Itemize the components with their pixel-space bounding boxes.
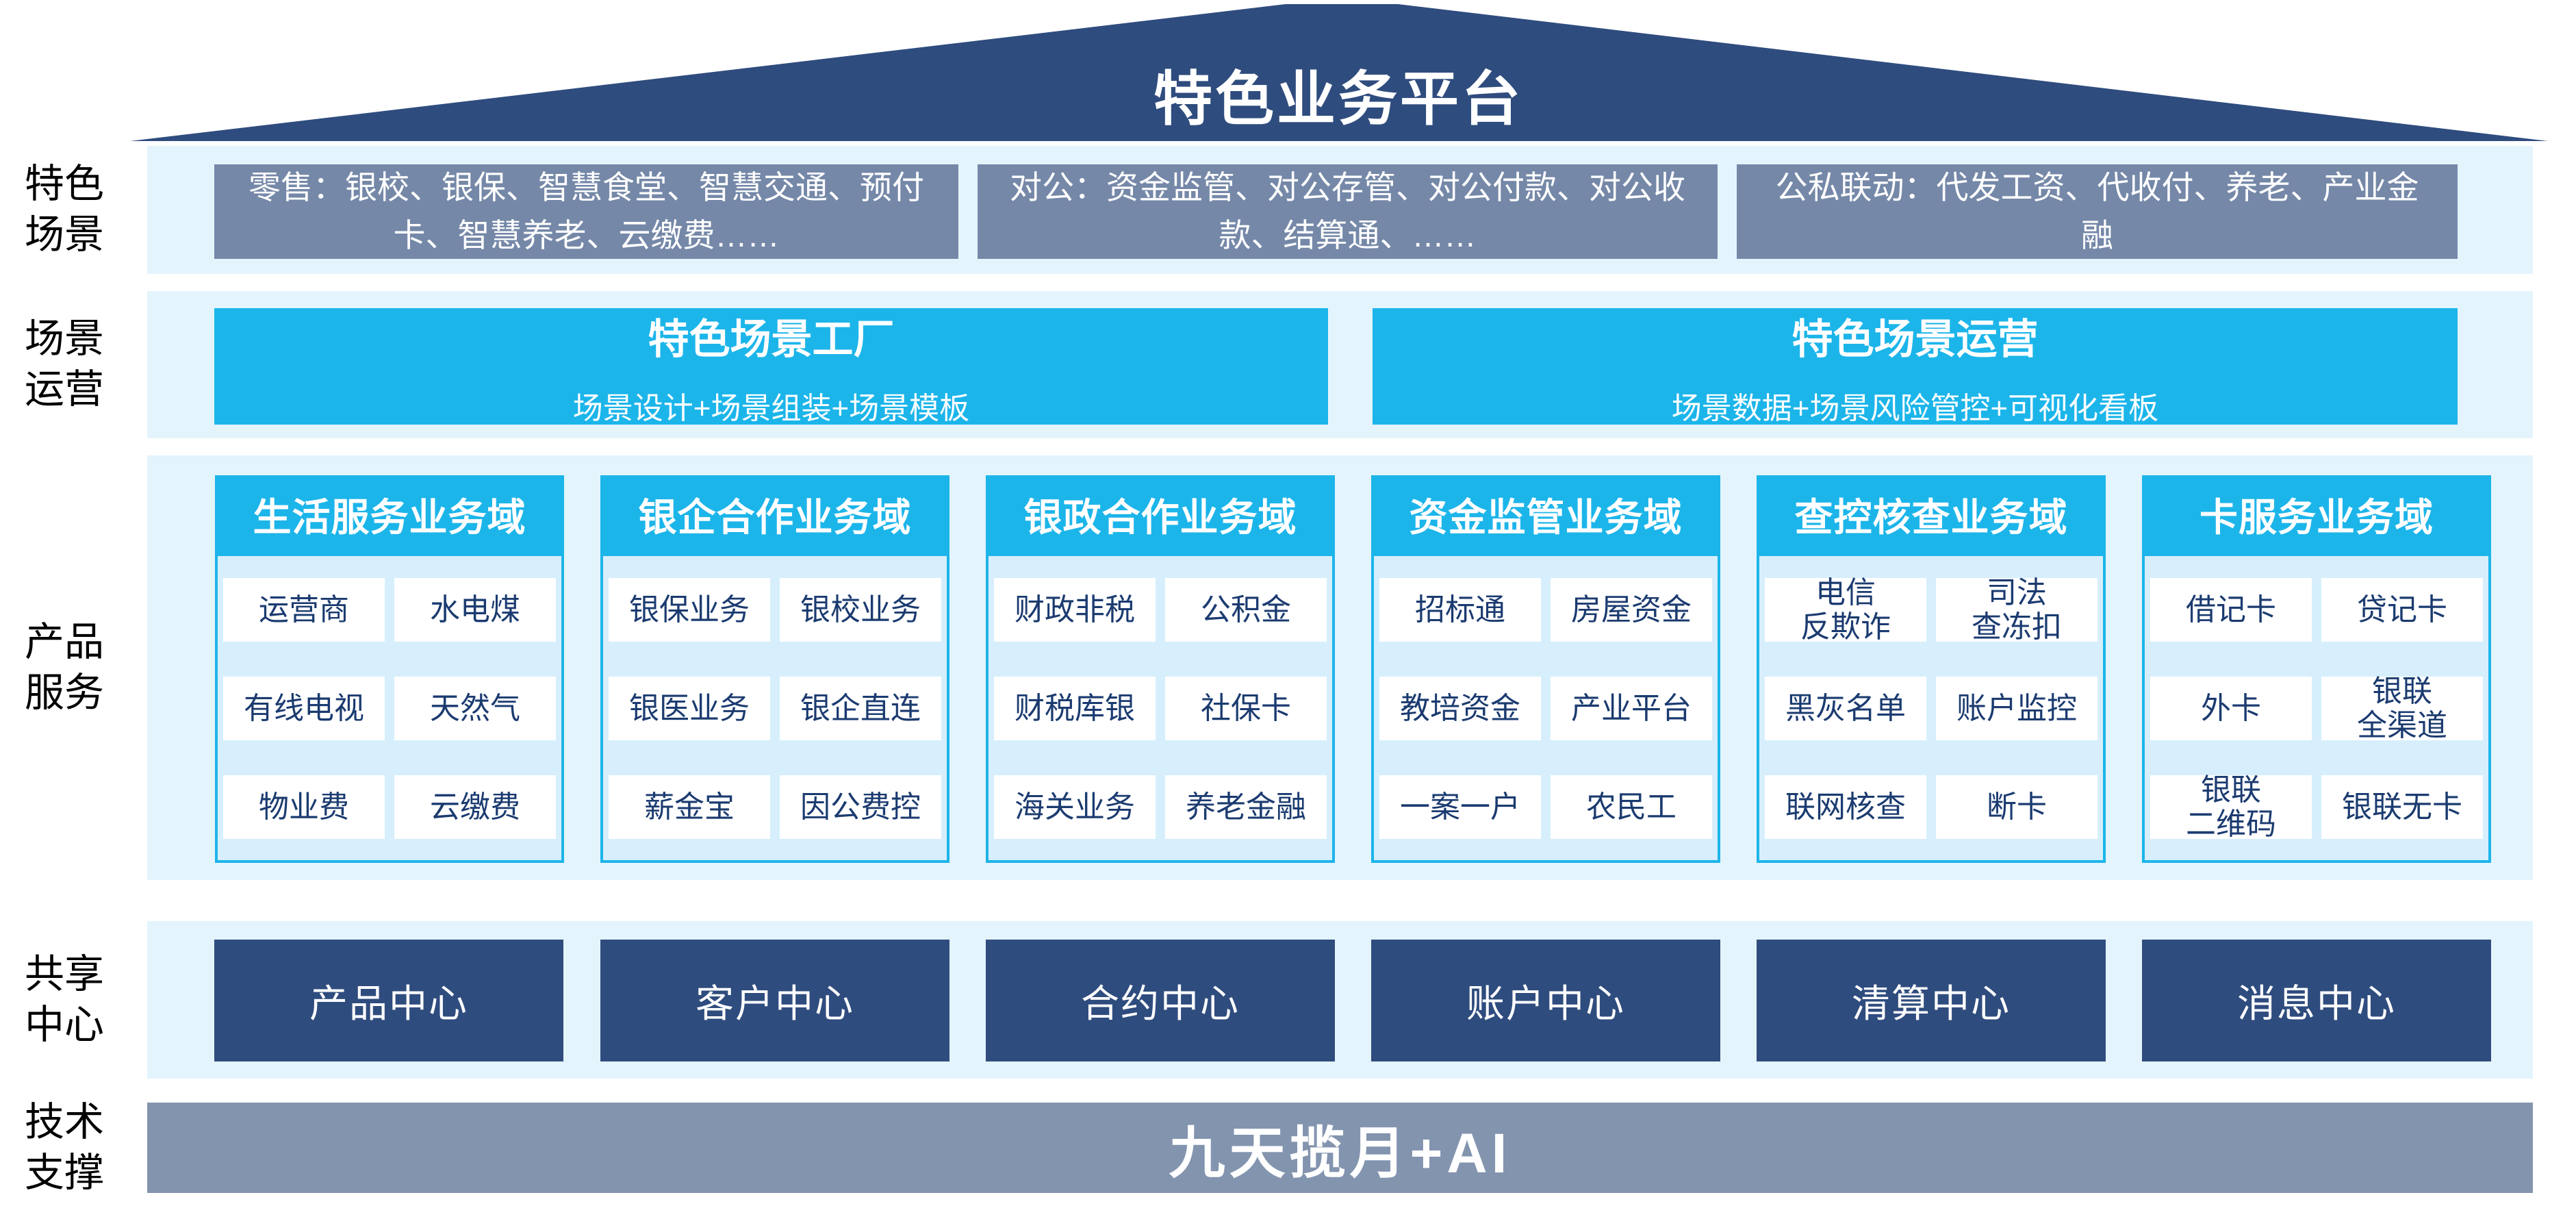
product-cell: 银企直连 — [780, 677, 941, 740]
product-cell: 农民工 — [1551, 775, 1712, 839]
product-cell: 黑灰名单 — [1765, 677, 1926, 740]
roof-shape — [130, 4, 2548, 141]
product-column-card-services: 卡服务业务域 借记卡 贷记卡 外卡 银联 全渠道 银联 二维码 银联无卡 — [2142, 475, 2491, 863]
product-cell: 银联无卡 — [2321, 775, 2483, 839]
product-cell: 海关业务 — [994, 775, 1156, 839]
product-cell: 一案一户 — [1379, 775, 1541, 839]
product-cell: 银联 全渠道 — [2321, 675, 2483, 742]
tech-support-label: 九天揽月+AI — [1169, 1122, 1512, 1185]
product-cell: 有线电视 — [223, 677, 385, 740]
column-panel: 电信 反欺诈 司法 查冻扣 黑灰名单 账户监控 联网核查 断卡 — [1757, 553, 2106, 863]
column-panel: 运营商 水电煤 有线电视 天然气 物业费 云缴费 — [215, 553, 564, 863]
side-label-scene-operation: 场景 运营 — [25, 316, 105, 412]
product-cell: 运营商 — [223, 578, 385, 642]
product-cell: 云缴费 — [394, 775, 556, 839]
center-box-product: 产品中心 — [214, 940, 563, 1061]
product-cell: 银医业务 — [609, 677, 770, 740]
product-column-bank-enterprise: 银企合作业务域 银保业务 银校业务 银医业务 银企直连 薪金宝 因公费控 — [600, 475, 949, 863]
column-header: 卡服务业务域 — [2142, 475, 2491, 553]
product-cell: 银保业务 — [609, 578, 770, 642]
column-panel: 财政非税 公积金 财税库银 社保卡 海关业务 养老金融 — [986, 553, 1335, 863]
scene-operation-title: 特色场景运营 — [1791, 316, 2039, 362]
product-cell: 外卡 — [2150, 677, 2312, 740]
scene-factory-title: 特色场景工厂 — [648, 316, 895, 362]
column-header: 查控核查业务域 — [1757, 475, 2106, 553]
product-cell: 断卡 — [1936, 775, 2097, 839]
product-cell: 房屋资金 — [1551, 578, 1712, 642]
product-cell: 天然气 — [394, 677, 556, 740]
product-cell: 银校业务 — [780, 578, 941, 642]
product-column-fund-supervision: 资金监管业务域 招标通 房屋资金 教培资金 产业平台 一案一户 农民工 — [1371, 475, 1720, 863]
product-cell: 养老金融 — [1165, 775, 1327, 839]
product-cell: 司法 查冻扣 — [1936, 576, 2097, 644]
product-cell: 因公费控 — [780, 775, 941, 839]
product-cell: 电信 反欺诈 — [1765, 576, 1926, 644]
scene-operation-subtitle: 场景数据+场景风险管控+可视化看板 — [1671, 391, 2159, 425]
center-box-message: 消息中心 — [2142, 940, 2491, 1061]
column-header: 资金监管业务域 — [1371, 475, 1720, 553]
column-header: 银企合作业务域 — [600, 475, 949, 553]
product-cell: 教培资金 — [1379, 677, 1541, 740]
column-panel: 招标通 房屋资金 教培资金 产业平台 一案一户 农民工 — [1371, 553, 1720, 863]
side-label-shared-center: 共享 中心 — [25, 952, 105, 1048]
column-header: 生活服务业务域 — [215, 475, 564, 553]
center-box-contract: 合约中心 — [986, 940, 1335, 1061]
product-cell: 水电煤 — [394, 578, 556, 642]
product-cell: 物业费 — [223, 775, 385, 839]
product-cell: 公积金 — [1165, 578, 1327, 642]
scene-box-corporate: 对公：资金监管、对公存管、对公付款、对公收款、结算通、…… — [978, 164, 1718, 259]
product-column-bank-government: 银政合作业务域 财政非税 公积金 财税库银 社保卡 海关业务 养老金融 — [986, 475, 1335, 863]
scene-operation-box: 特色场景运营 场景数据+场景风险管控+可视化看板 — [1373, 308, 2458, 425]
product-cell: 贷记卡 — [2321, 578, 2483, 642]
column-header: 银政合作业务域 — [986, 475, 1335, 553]
center-box-customer: 客户中心 — [600, 940, 949, 1061]
side-label-tech-support: 技术 支撑 — [25, 1100, 105, 1196]
product-cell: 招标通 — [1379, 578, 1541, 642]
product-cell: 薪金宝 — [609, 775, 770, 839]
side-label-special-scenes: 特色 场景 — [25, 162, 105, 257]
product-column-life-services: 生活服务业务域 运营商 水电煤 有线电视 天然气 物业费 云缴费 — [215, 475, 564, 863]
tech-support-bar: 九天揽月+AI — [147, 1103, 2533, 1193]
product-cell: 借记卡 — [2150, 578, 2312, 642]
product-cell: 账户监控 — [1936, 677, 2097, 740]
product-cell: 产业平台 — [1551, 677, 1712, 740]
product-column-inquiry-control: 查控核查业务域 电信 反欺诈 司法 查冻扣 黑灰名单 账户监控 联网核查 断卡 — [1757, 475, 2106, 863]
scene-factory-subtitle: 场景设计+场景组装+场景模板 — [572, 391, 970, 425]
product-cell: 财税库银 — [994, 677, 1156, 740]
center-box-clearing: 清算中心 — [1757, 940, 2106, 1061]
product-cell: 财政非税 — [994, 578, 1156, 642]
scene-box-retail: 零售：银校、银保、智慧食堂、智慧交通、预付卡、智慧养老、云缴费…… — [214, 164, 958, 259]
product-cell: 社保卡 — [1165, 677, 1327, 740]
scene-factory-box: 特色场景工厂 场景设计+场景组装+场景模板 — [214, 308, 1328, 425]
center-box-account: 账户中心 — [1371, 940, 1720, 1061]
product-cell: 银联 二维码 — [2150, 773, 2312, 841]
scene-box-public-private: 公私联动：代发工资、代收付、养老、产业金融 — [1737, 164, 2458, 259]
side-label-product-service: 产品 服务 — [25, 620, 105, 716]
column-panel: 银保业务 银校业务 银医业务 银企直连 薪金宝 因公费控 — [600, 553, 949, 863]
product-cell: 联网核查 — [1765, 775, 1926, 839]
platform-title: 特色业务平台 — [1153, 66, 1523, 132]
column-panel: 借记卡 贷记卡 外卡 银联 全渠道 银联 二维码 银联无卡 — [2142, 553, 2491, 863]
